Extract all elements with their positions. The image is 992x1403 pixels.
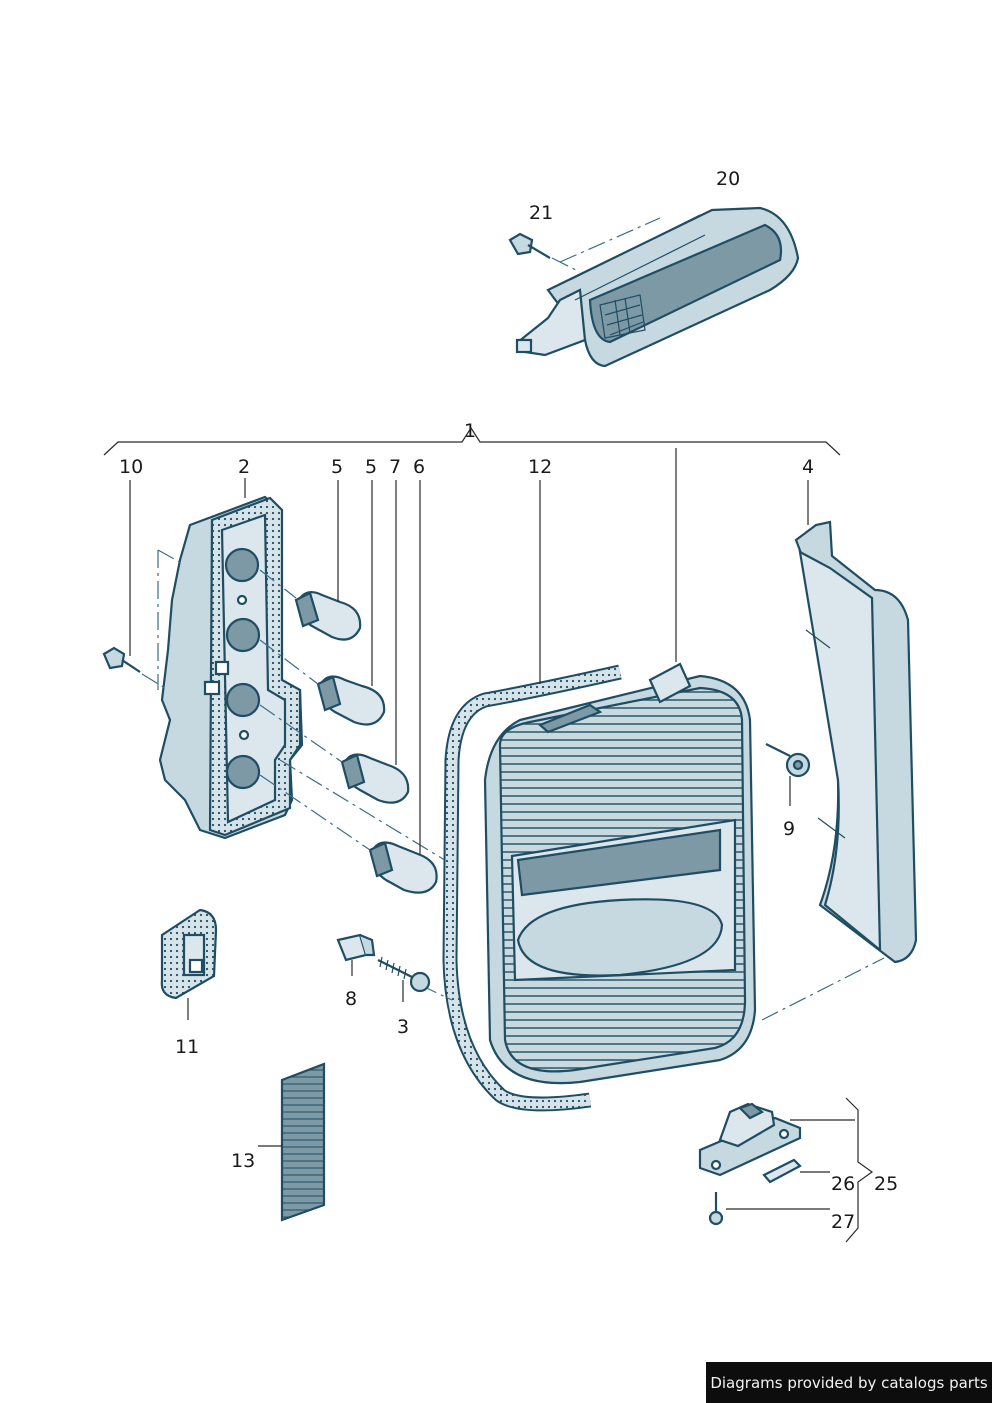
socket-seal-11	[160, 908, 218, 1000]
third-brake-light	[515, 206, 800, 368]
callout-26: 26	[831, 1173, 856, 1195]
callout-21: 21	[529, 202, 554, 224]
callout-27: 27	[831, 1211, 856, 1233]
callout-2: 2	[238, 456, 251, 478]
bracket-1	[103, 426, 841, 456]
bulb-7	[340, 753, 410, 804]
licence-plate-lamp-25	[698, 1102, 802, 1177]
bulb-6	[368, 841, 438, 894]
callout-4: 4	[802, 456, 815, 478]
sticker-13	[280, 1062, 326, 1222]
screw-3	[377, 956, 431, 993]
festoon-bulb-26	[762, 1158, 802, 1184]
callout-10: 10	[119, 456, 144, 478]
callout-7: 7	[389, 456, 402, 478]
credit-banner: Diagrams provided by catalogs parts	[706, 1362, 992, 1403]
screw-27	[708, 1192, 724, 1226]
callout-1: 1	[464, 420, 477, 442]
callout-5-upper: 5	[331, 456, 344, 478]
assembly-line-21	[551, 257, 581, 273]
callout-3: 3	[397, 1016, 410, 1038]
callout-5-lower: 5	[365, 456, 378, 478]
cover-panel-4	[794, 520, 918, 964]
callout-6: 6	[413, 456, 426, 478]
tail-light-housing	[483, 662, 757, 1085]
callout-25: 25	[874, 1173, 899, 1195]
screw-10	[102, 646, 141, 673]
callout-8: 8	[345, 988, 358, 1010]
bulb-5-lower	[316, 675, 386, 726]
assembly-line-20	[559, 217, 661, 263]
callout-11: 11	[175, 1036, 200, 1058]
callout-20: 20	[716, 168, 741, 190]
callout-13: 13	[231, 1150, 256, 1172]
callout-9: 9	[783, 818, 796, 840]
screw-9	[765, 743, 811, 778]
bulb-holder-2	[158, 495, 304, 840]
screw-21	[508, 232, 551, 259]
callout-12: 12	[528, 456, 553, 478]
clip-8	[336, 933, 376, 962]
bracket-25	[845, 1097, 874, 1243]
bulb-5-upper	[294, 591, 362, 641]
